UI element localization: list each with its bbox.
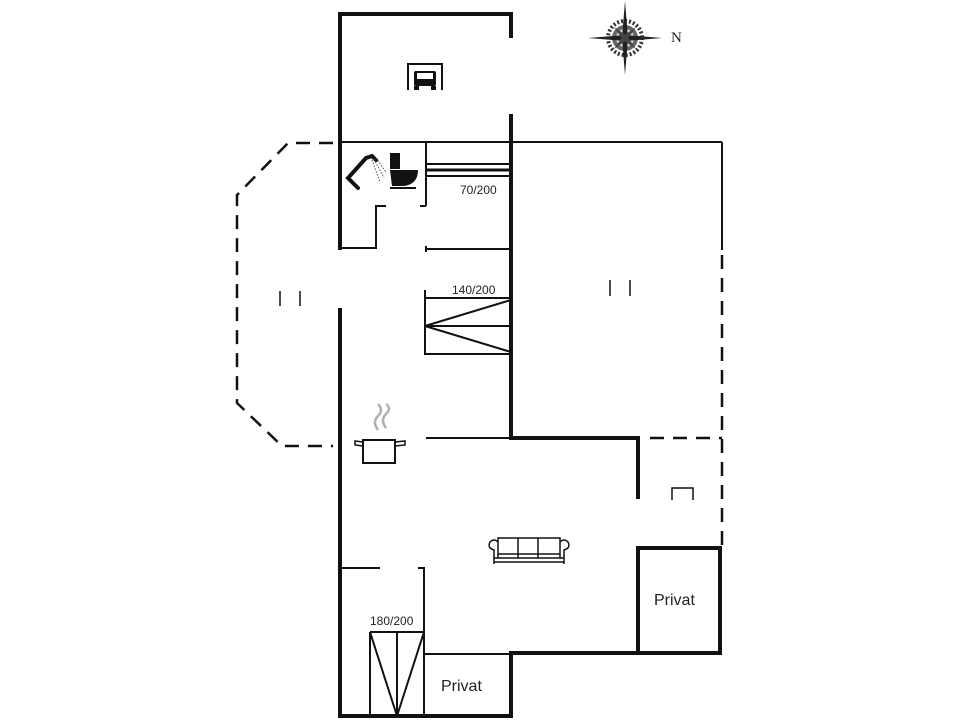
compass-north-label: N — [671, 30, 682, 46]
bed-label-140-200: 140/200 — [452, 283, 496, 297]
sofa-icon — [488, 537, 570, 564]
room-label-privat-right: Privat — [654, 592, 695, 609]
shower-icon — [345, 153, 387, 190]
bed-label-70-200: 70/200 — [460, 183, 497, 197]
compass-rose-icon — [588, 1, 662, 75]
bed-label-180-200: 180/200 — [370, 614, 414, 628]
outer-walls — [338, 12, 722, 718]
bed-180-200 — [369, 631, 425, 717]
bed-140-200 — [424, 290, 512, 355]
door-markers — [279, 280, 631, 306]
carport-car-icon — [407, 63, 443, 90]
fireplace-icon — [671, 487, 694, 500]
interior-walls — [340, 141, 723, 716]
cooking-pot-icon — [354, 402, 406, 464]
terrace-outlines — [235, 141, 724, 548]
bed-70-200 — [426, 163, 511, 177]
toilet-icon — [390, 153, 418, 189]
room-label-privat-bottom: Privat — [441, 678, 482, 695]
